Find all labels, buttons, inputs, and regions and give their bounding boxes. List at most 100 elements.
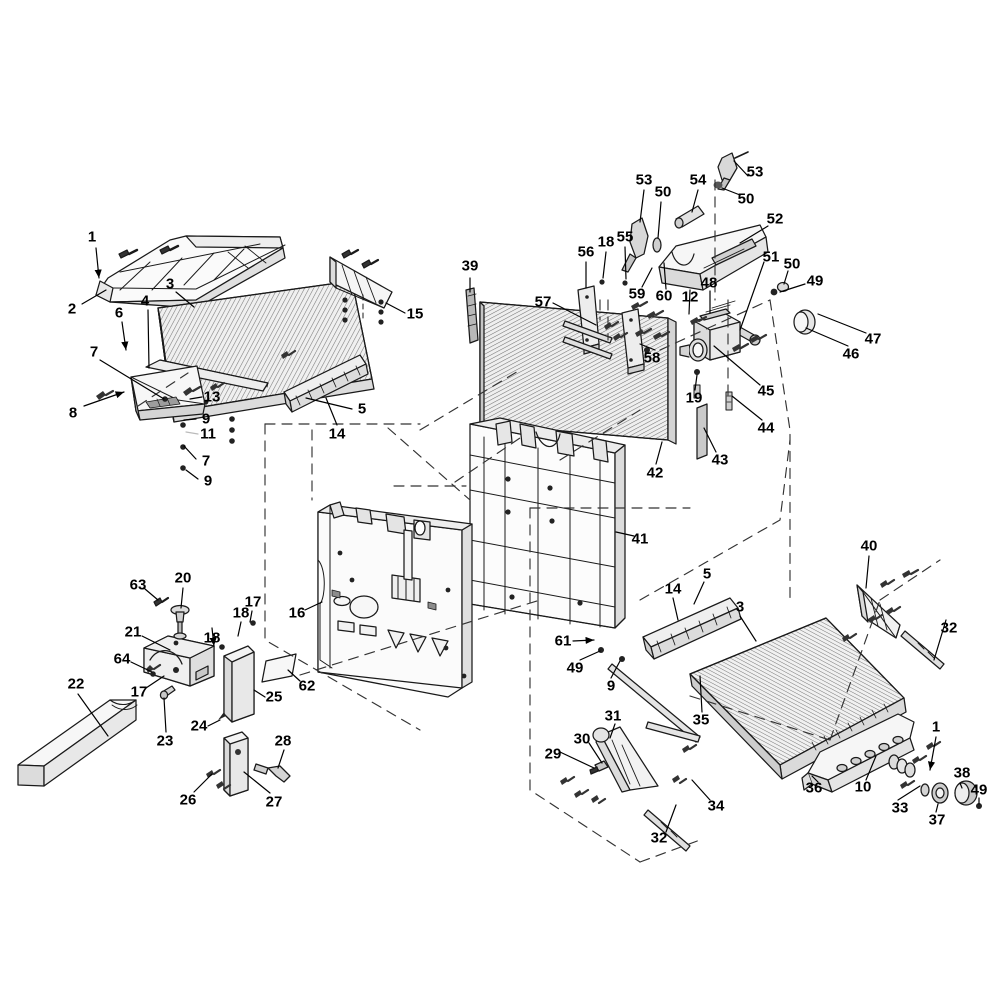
callout-64: 64 <box>113 650 131 668</box>
callout-31: 31 <box>604 707 622 725</box>
callout-53: 53 <box>746 163 764 181</box>
part-62-plate <box>261 653 297 683</box>
callout-19: 19 <box>685 389 703 407</box>
screws-part15 <box>341 248 384 325</box>
callout-10: 10 <box>854 778 872 796</box>
callout-18: 18 <box>597 233 615 251</box>
part-21-bracket <box>143 635 215 687</box>
callout-9: 9 <box>203 472 213 490</box>
part-33-37-38 <box>920 780 982 809</box>
part-22-tube <box>17 699 138 787</box>
part-39-strip <box>465 287 479 344</box>
callout-2: 2 <box>67 300 77 318</box>
callout-20: 20 <box>174 569 192 587</box>
part-20-knob <box>170 604 190 640</box>
callout-51: 51 <box>762 248 780 266</box>
callout-41: 41 <box>631 530 649 548</box>
callout-14: 14 <box>328 425 346 443</box>
part-23-pin <box>159 685 176 700</box>
callout-50: 50 <box>737 190 755 208</box>
part-54-pin <box>674 205 705 229</box>
callout-49: 49 <box>566 659 584 677</box>
callout-47: 47 <box>864 330 882 348</box>
part-27-block <box>223 731 249 797</box>
callout-54: 54 <box>689 171 707 189</box>
part-24-arrow <box>218 712 226 720</box>
part-13-bracket <box>130 365 206 421</box>
part-3b-grate <box>689 617 907 780</box>
callout-34: 34 <box>707 797 725 815</box>
part-15-vane <box>329 256 393 309</box>
callout-58: 58 <box>643 349 661 367</box>
small-fasteners <box>96 279 942 805</box>
callout-9: 9 <box>606 677 616 695</box>
callout-63: 63 <box>129 576 147 594</box>
callout-33: 33 <box>891 799 909 817</box>
callout-17: 17 <box>244 593 262 611</box>
part-5-rail-left <box>283 354 369 413</box>
callout-6: 6 <box>114 304 124 322</box>
callout-7: 7 <box>89 343 99 361</box>
callout-37: 37 <box>928 811 946 829</box>
part-50-washers <box>652 181 790 293</box>
callout-12: 12 <box>681 288 699 306</box>
callout-23: 23 <box>156 732 174 750</box>
callout-40: 40 <box>860 537 878 555</box>
callout-17: 17 <box>130 683 148 701</box>
callout-52: 52 <box>766 210 784 228</box>
callout-24: 24 <box>190 717 208 735</box>
callout-50: 50 <box>654 183 672 201</box>
callout-22: 22 <box>67 675 85 693</box>
callout-50: 50 <box>783 255 801 273</box>
callout-11: 11 <box>200 425 216 443</box>
screws-part1 <box>118 244 180 259</box>
part-63-screw <box>153 596 170 607</box>
callout-35: 35 <box>692 711 710 729</box>
callout-7: 7 <box>201 452 211 470</box>
part-53b-lever <box>717 151 749 191</box>
callout-61: 61 <box>554 632 572 650</box>
part-5b-rail <box>642 597 742 660</box>
callout-43: 43 <box>711 451 729 469</box>
part-16-plate <box>317 501 473 698</box>
callout-30: 30 <box>573 730 591 748</box>
assembly-axis-lines <box>137 179 941 863</box>
callout-56: 56 <box>577 243 595 261</box>
callout-38: 38 <box>953 764 971 782</box>
callout-1: 1 <box>931 718 941 736</box>
callout-8: 8 <box>68 404 78 422</box>
callout-49: 49 <box>806 272 824 290</box>
callout-25: 25 <box>265 688 283 706</box>
callout-3: 3 <box>735 598 745 616</box>
callout-1: 1 <box>87 228 97 246</box>
callout-15: 15 <box>406 305 424 323</box>
part-25-block <box>223 645 255 723</box>
callout-4: 4 <box>140 292 150 310</box>
callout-32: 32 <box>650 829 668 847</box>
callout-53: 53 <box>635 171 653 189</box>
callout-62: 62 <box>298 677 316 695</box>
callout-3: 3 <box>165 275 175 293</box>
part-57-rods <box>562 320 613 360</box>
callout-28: 28 <box>274 732 292 750</box>
part-34-35-rods-b <box>645 721 701 743</box>
part-1-trough <box>95 235 286 309</box>
callout-45: 45 <box>757 382 775 400</box>
part-46-cap <box>793 309 816 335</box>
callout-16: 16 <box>288 604 306 622</box>
part-53-lever <box>621 217 649 273</box>
callout-27: 27 <box>265 793 283 811</box>
callout-13: 13 <box>203 388 221 406</box>
callout-29: 29 <box>544 745 562 763</box>
callout-39: 39 <box>461 257 479 275</box>
part-36-manifold <box>801 713 915 793</box>
part-31-vane <box>592 726 659 793</box>
callout-21: 21 <box>124 623 142 641</box>
part-52-rail <box>658 224 769 291</box>
part-10-washers <box>888 754 916 778</box>
leader-lines <box>77 160 980 833</box>
part-43-plate <box>696 403 708 460</box>
callout-60: 60 <box>655 287 673 305</box>
